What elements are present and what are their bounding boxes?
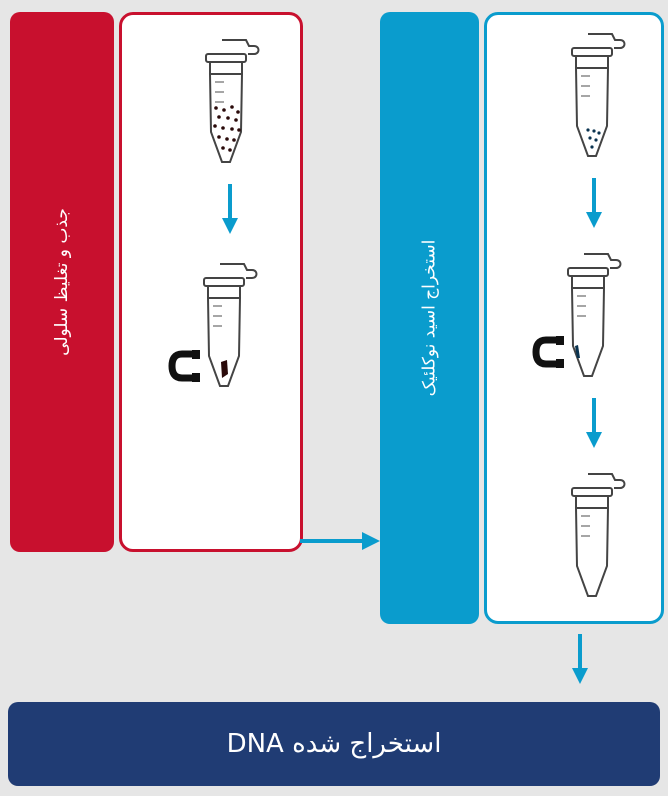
magnet-icon bbox=[172, 350, 200, 382]
tube-sample-icon bbox=[572, 34, 625, 156]
arrow-down-icon bbox=[572, 634, 588, 684]
tube-magnet-icon bbox=[568, 254, 621, 376]
arrow-down-icon bbox=[222, 184, 238, 234]
arrow-down-icon bbox=[586, 398, 602, 448]
tube-eluate-icon bbox=[572, 474, 625, 596]
arrow-down-icon bbox=[586, 178, 602, 228]
arrow-right-icon bbox=[300, 532, 380, 550]
tube-magnet-icon bbox=[204, 264, 257, 386]
tube-sample-icon bbox=[206, 40, 259, 162]
magnet-icon bbox=[536, 336, 564, 368]
